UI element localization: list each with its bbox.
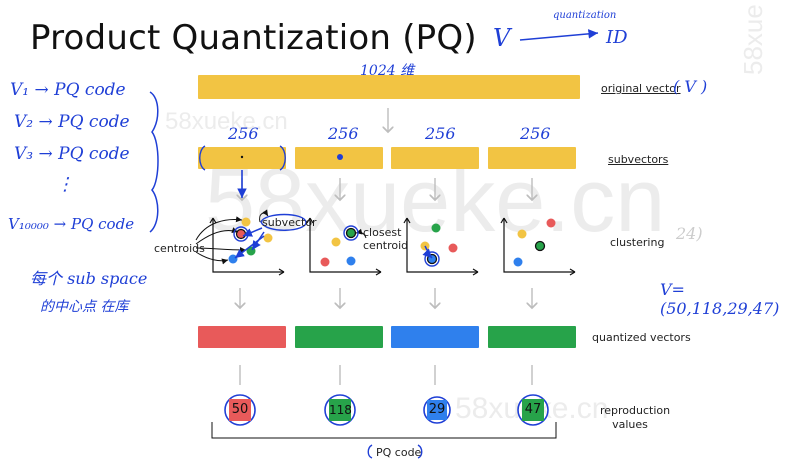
centroids-label: centroids (154, 242, 205, 255)
header-id: ID (606, 27, 628, 48)
header-arrow (519, 29, 599, 41)
subvector-dot-1 (240, 155, 244, 159)
original-vector-bar (198, 75, 580, 99)
pq-bracket (211, 422, 557, 439)
subvector-bar-4 (488, 147, 576, 169)
header-v: V (493, 24, 511, 52)
plot1-point-red (235, 228, 247, 240)
side-number: 24) (676, 224, 703, 243)
subdim-4: 256 (520, 124, 551, 143)
quantized-vectors-label: quantized vectors (592, 331, 691, 344)
left-note-1: V₁ → PQ code (10, 80, 126, 100)
subdim-3: 256 (425, 124, 456, 143)
plot4-point-blue (513, 257, 523, 267)
plot2-point-green (345, 227, 357, 239)
reproduction-values-label: reproduction values (600, 404, 671, 431)
original-vector-label: original vector (601, 82, 681, 95)
hand-circle-plot3 (424, 251, 440, 267)
quantized-bar-4 (488, 326, 576, 348)
page-title: Product Quantization (PQ) (30, 18, 477, 58)
plot2-point-red (320, 257, 330, 267)
code-badge-3: 29 (427, 400, 447, 420)
plot2-point-yellow (331, 237, 341, 247)
plot1-axes (212, 218, 284, 273)
closest-centroid-label: closest centroid (363, 226, 409, 252)
plot3-point-green (431, 223, 441, 233)
pq-code-label: PQ code (376, 446, 422, 459)
code-badge-2: 118 (329, 399, 352, 421)
hand-bracket-right (279, 145, 286, 171)
code-badge-4: 47 (522, 399, 544, 421)
plot3-point-red (448, 243, 458, 253)
centroids-arrow-3 (195, 251, 229, 265)
left-note-4: V₁₀₀₀₀ → PQ code (8, 215, 135, 233)
plot3-point-blue (426, 253, 438, 265)
clustering-label: clustering (610, 236, 665, 249)
code-circle-1 (224, 394, 256, 426)
left-note-3: V₃ → PQ code (14, 144, 130, 164)
hand-bracket-left (199, 145, 206, 171)
bottom-left-note-2: 的中心点 在库 (40, 299, 129, 315)
plot3-axes (406, 218, 478, 273)
hand-brace-left (149, 91, 159, 233)
hand-arrow-3 (234, 235, 265, 259)
bottom-left-note-1: 每个 sub space (30, 269, 148, 288)
plot4-point-yellow (517, 229, 527, 239)
plot2-point-blue (346, 256, 356, 266)
quantized-bar-2 (295, 326, 383, 348)
plot1-point-yellow (241, 217, 251, 227)
subdim-2: 256 (328, 124, 359, 143)
left-note-ellipsis: ⋮ (56, 174, 74, 195)
centroids-arrow-4 (195, 216, 243, 241)
pq-code-paren-left (367, 444, 373, 459)
plot4-point-green (534, 240, 546, 252)
hand-circle-subvector (260, 213, 307, 231)
pq-code-paren-right (417, 444, 423, 459)
code-circle-3 (423, 396, 451, 424)
code-circle-2 (324, 394, 356, 426)
plot1-point-yellow-2 (263, 233, 273, 243)
header-arrow-label: quantization (553, 10, 617, 21)
quantized-bar-1 (198, 326, 286, 348)
plot4-point-red (546, 218, 556, 228)
quantized-bar-3 (391, 326, 479, 348)
subdim-1: 256 (228, 124, 259, 143)
subvector-bar-3 (391, 147, 479, 169)
hand-circle-plot2 (343, 225, 359, 241)
hand-arrow-1 (242, 227, 263, 237)
subvectors-label: subvectors (608, 153, 669, 166)
plot2-axes (309, 218, 381, 273)
right-note: V=(50,118,29,47) (660, 280, 780, 318)
closest-arrow (355, 228, 367, 239)
subvector-dot-2 (337, 154, 343, 160)
hand-circle-plot1 (233, 226, 249, 242)
code-badge-1: 50 (229, 399, 251, 421)
subvector-arrow (259, 209, 269, 223)
original-vector-suffix: ( V ) (673, 77, 708, 96)
plot4-axes (503, 218, 575, 273)
subvector-label: subvector (262, 216, 317, 229)
code-circle-4 (517, 394, 549, 426)
left-note-2: V₂ → PQ code (14, 112, 130, 132)
plot1-point-blue (228, 254, 238, 264)
